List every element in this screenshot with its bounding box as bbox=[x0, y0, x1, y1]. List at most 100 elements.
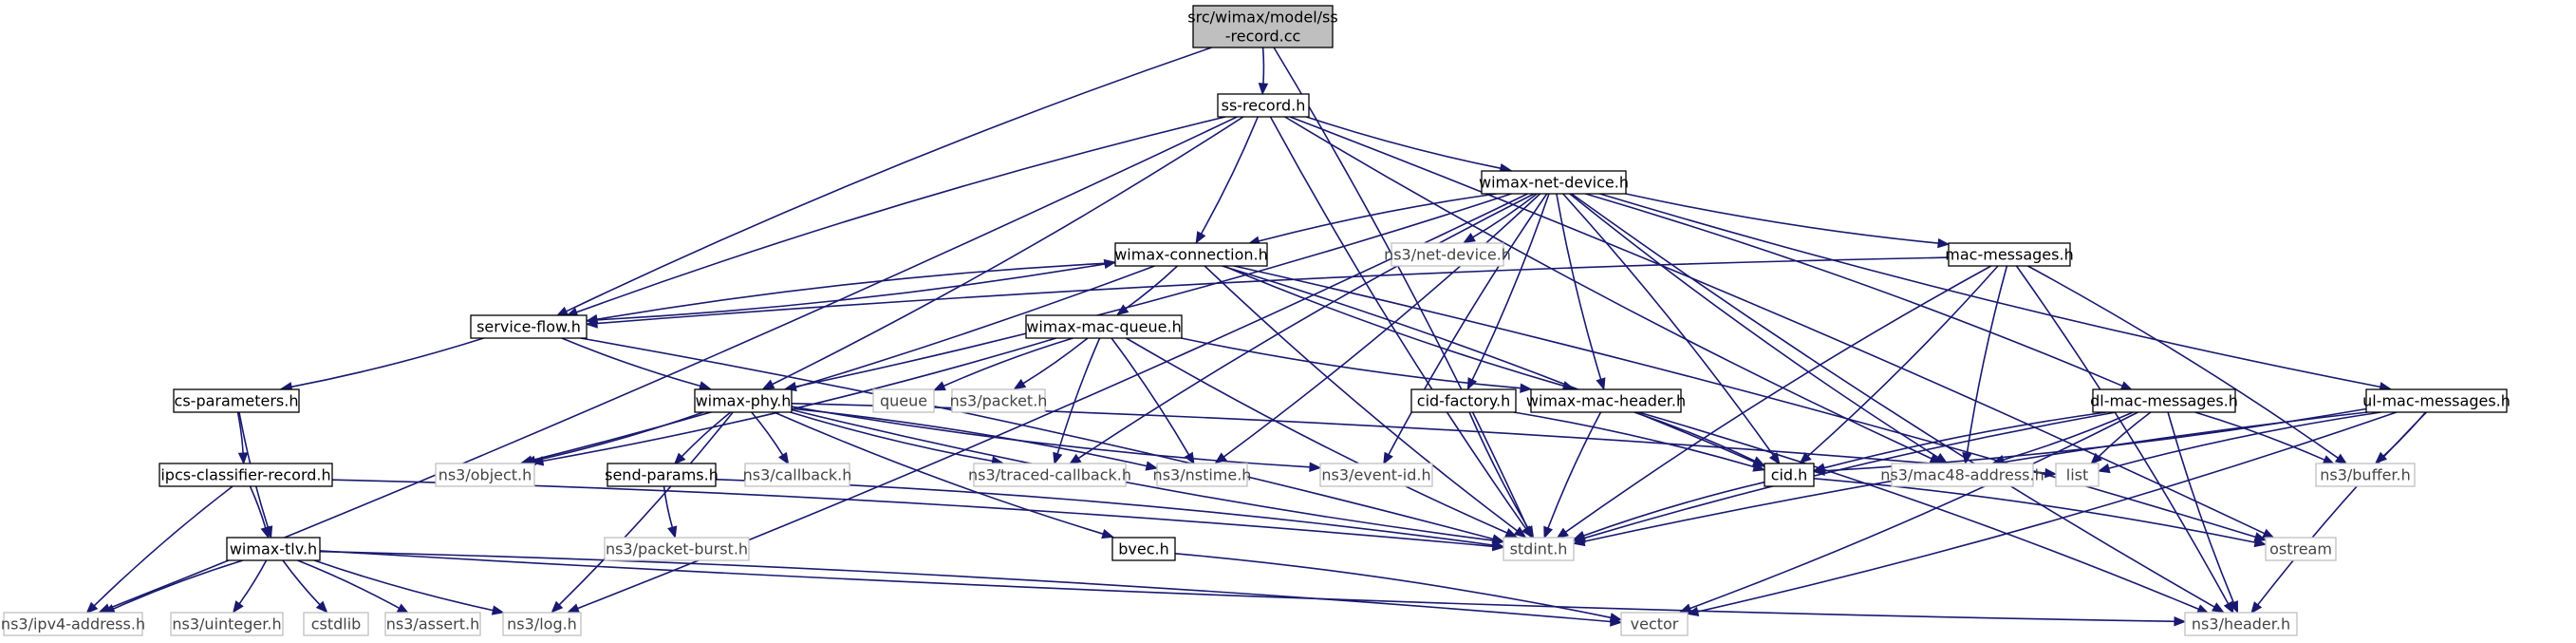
node-callback: ns3/callback.h bbox=[743, 463, 851, 487]
node-box bbox=[2055, 463, 2100, 487]
edge-line bbox=[1174, 553, 1612, 619]
node-ssrecord[interactable]: ss-record.h bbox=[1217, 93, 1310, 118]
arrowhead-icon bbox=[2375, 451, 2388, 464]
edge-line bbox=[2027, 265, 2339, 459]
node-box bbox=[1391, 242, 1504, 267]
dependency-edge-macqueue-to-nstime bbox=[1111, 337, 1195, 465]
arrowhead-icon bbox=[1543, 525, 1554, 539]
arrowhead-icon bbox=[778, 451, 790, 465]
node-ulmac[interactable]: ul-mac-messages.h bbox=[2362, 388, 2511, 413]
arrowhead-icon bbox=[1556, 527, 1569, 539]
node-svcflow[interactable]: service-flow.h bbox=[470, 314, 588, 339]
node-box bbox=[159, 463, 333, 487]
arrowhead-icon bbox=[673, 452, 686, 465]
node-conn[interactable]: wimax-connection.h bbox=[1114, 242, 1268, 267]
node-cidfactory[interactable]: cid-factory.h bbox=[1410, 388, 1517, 413]
arrowhead-icon bbox=[1937, 237, 1951, 249]
node-header: ns3/header.h bbox=[2184, 612, 2298, 636]
dependency-edge-ipcs-to-stdint bbox=[331, 479, 1505, 552]
node-label: ns3/nstime.h bbox=[1153, 466, 1252, 484]
dependency-edge-netdev-to-header bbox=[1571, 193, 2225, 614]
edge-line bbox=[772, 116, 1244, 386]
node-ns3netdev: ns3/net-device.h bbox=[1384, 242, 1511, 267]
edge-line bbox=[1689, 411, 2138, 610]
node-macmsg[interactable]: mac-messages.h bbox=[1945, 242, 2074, 267]
arrowhead-icon bbox=[1504, 528, 1519, 538]
node-label: dl-mac-messages.h bbox=[2090, 392, 2238, 410]
node-box bbox=[303, 612, 369, 636]
dependency-edge-netdev-to-dlmac bbox=[1585, 193, 2134, 391]
node-eventid: ns3/event-id.h bbox=[1319, 463, 1433, 487]
arrowhead-icon bbox=[1520, 383, 1533, 393]
node-cstdlib: cstdlib bbox=[303, 612, 369, 636]
arrowhead-icon bbox=[1609, 613, 1623, 623]
node-sendparams[interactable]: send-params.h bbox=[605, 463, 719, 487]
dependency-edge-phy-to-nstime bbox=[791, 407, 1159, 471]
dependency-edge-bvec-to-vector bbox=[1174, 553, 1623, 623]
dependency-edge-conn-to-object bbox=[520, 265, 1155, 465]
edge-line bbox=[1289, 116, 2266, 535]
dependency-edge-root-to-ssrecord bbox=[1258, 47, 1269, 96]
edge-line bbox=[1056, 337, 1101, 454]
node-label: wimax-phy.h bbox=[696, 392, 792, 410]
edge-line bbox=[1625, 193, 1939, 244]
dependency-edge-svcflow-to-stdint bbox=[580, 337, 1505, 544]
node-tlv[interactable]: wimax-tlv.h bbox=[226, 537, 321, 561]
arrowhead-icon bbox=[233, 600, 244, 614]
node-box bbox=[694, 388, 793, 413]
arrowhead-icon bbox=[2229, 600, 2239, 615]
node-box bbox=[1111, 537, 1176, 561]
edge-line bbox=[297, 559, 400, 610]
node-box bbox=[1620, 612, 1689, 636]
arrowhead-icon bbox=[1523, 525, 1535, 539]
node-phy[interactable]: wimax-phy.h bbox=[694, 388, 793, 413]
edge-line bbox=[2257, 411, 2428, 606]
node-netdev[interactable]: wimax-net-device.h bbox=[1479, 170, 1629, 195]
node-label: cid.h bbox=[1771, 466, 1808, 484]
node-traced: ns3/traced-callback.h bbox=[968, 463, 1131, 487]
node-csparams[interactable]: cs-parameters.h bbox=[173, 388, 300, 413]
node-label: mac-messages.h bbox=[1945, 246, 2073, 264]
node-cid[interactable]: cid.h bbox=[1764, 463, 1815, 487]
edge-line bbox=[2098, 411, 2152, 458]
dependency-edge-phy-to-log bbox=[551, 411, 734, 614]
edge-line bbox=[1513, 411, 1755, 468]
dependency-edge-svcflow-to-csparams bbox=[279, 337, 484, 392]
edge-line bbox=[1471, 193, 1550, 381]
dependency-edge-sendparams-to-pktburst bbox=[663, 485, 678, 539]
edge-line bbox=[791, 408, 1494, 541]
edge-line bbox=[1204, 265, 1518, 532]
edge-line bbox=[1111, 337, 1190, 456]
edge-line bbox=[1599, 193, 2380, 388]
edge-line bbox=[1547, 411, 1602, 529]
node-label: wimax-mac-header.h bbox=[1526, 392, 1686, 410]
edge-line bbox=[1585, 193, 2123, 388]
node-bvec[interactable]: bvec.h bbox=[1111, 537, 1176, 561]
arrowhead-icon bbox=[2262, 528, 2275, 539]
node-macqueue[interactable]: wimax-mac-queue.h bbox=[1025, 314, 1183, 339]
dependency-edge-macheader-to-cid bbox=[1633, 411, 1765, 466]
node-list: list bbox=[2055, 463, 2100, 487]
node-macheader[interactable]: wimax-mac-header.h bbox=[1526, 388, 1686, 413]
node-label: ns3/header.h bbox=[2192, 615, 2290, 634]
node-mac48: ns3/mac48-address.h bbox=[1880, 463, 2044, 487]
dependency-edge-ulmac-to-header bbox=[2250, 411, 2428, 615]
node-dlmac[interactable]: dl-mac-messages.h bbox=[2090, 388, 2238, 413]
arrowhead-icon bbox=[2097, 463, 2111, 474]
node-box bbox=[2365, 388, 2508, 413]
edge-line bbox=[1472, 193, 1538, 238]
node-root[interactable]: src/wimax/model/ss-record.cc bbox=[1187, 5, 1338, 48]
arrowhead-icon bbox=[491, 605, 505, 615]
dependency-edge-cid-to-ostream bbox=[1813, 478, 2268, 548]
node-box bbox=[170, 612, 284, 636]
node-ipcs[interactable]: ipcs-classifier-record.h bbox=[159, 463, 333, 487]
edge-line bbox=[236, 411, 244, 454]
dependency-edge-ssrecord-to-netdev bbox=[1306, 116, 1513, 174]
node-box bbox=[2315, 463, 2416, 487]
edge-line bbox=[531, 265, 1155, 462]
edge-line bbox=[313, 559, 494, 612]
node-label: ns3/object.h bbox=[439, 466, 532, 484]
dependency-edge-ssrecord-to-phy bbox=[761, 116, 1244, 389]
edge-line bbox=[1223, 193, 1541, 458]
edge-line bbox=[1234, 265, 2256, 539]
